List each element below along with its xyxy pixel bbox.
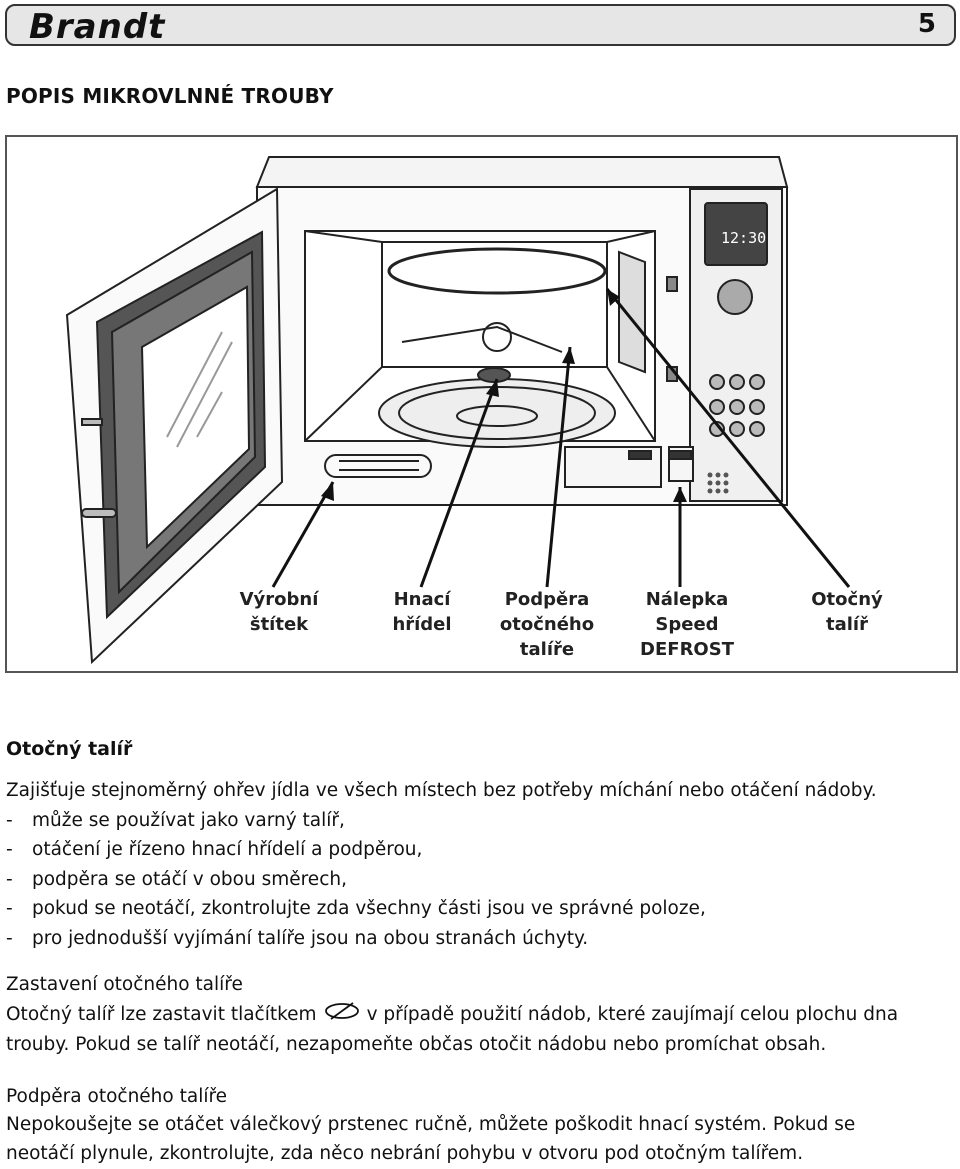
list-item: -pro jednodušší vyjímání talíře jsou na … [6,927,589,949]
list-item: -může se používat jako varný talíř, [6,810,345,831]
display-time: 12:30 [721,229,766,247]
section-heading-turntable-support: Podpěra otočného talíře [6,1086,228,1107]
list-item: -podpěra se otáčí v obou směrech, [6,868,347,890]
page-title: POPIS MIKROVLNNÉ TROUBY [6,84,334,108]
microwave-illustration: 12:30 [65,156,851,665]
brand-logo: Brandt [29,7,166,47]
list-item: -pokud se neotáčí, zkontrolujte zda všec… [6,898,706,920]
turntable-stop-icon [323,1001,361,1030]
turntable-support-text: Nepokoušejte se otáčet válečkový prstene… [6,1114,856,1164]
page-number: 5 [917,9,936,39]
section-heading-turntable: Otočný talíř [6,738,133,760]
list-item: -otáčení je řízeno hnací hřídelí a podpě… [6,839,423,861]
callout-turntable: Otočný talíř [811,589,883,635]
turntable-intro: Zajišťuje stejnoměrný ohřev jídla ve vše… [6,780,877,801]
callout-speed-defrost-sticker: Nálepka Speed DEFROST [640,589,734,660]
turntable-bullets: -může se používat jako varný talíř, -otá… [6,806,706,953]
section-heading-stop-turntable: Zastavení otočného talíře [6,974,243,995]
microwave-figure: 12:30 Výrobní štítek Hnací hřídel Podpěr… [5,135,958,673]
page-header: Brandt 5 [5,4,956,47]
callout-drive-shaft: Hnací hřídel [392,589,452,635]
callout-rating-plate: Výrobní štítek [239,589,319,635]
callout-turntable-support: Podpěra otočného talíře [499,589,595,660]
